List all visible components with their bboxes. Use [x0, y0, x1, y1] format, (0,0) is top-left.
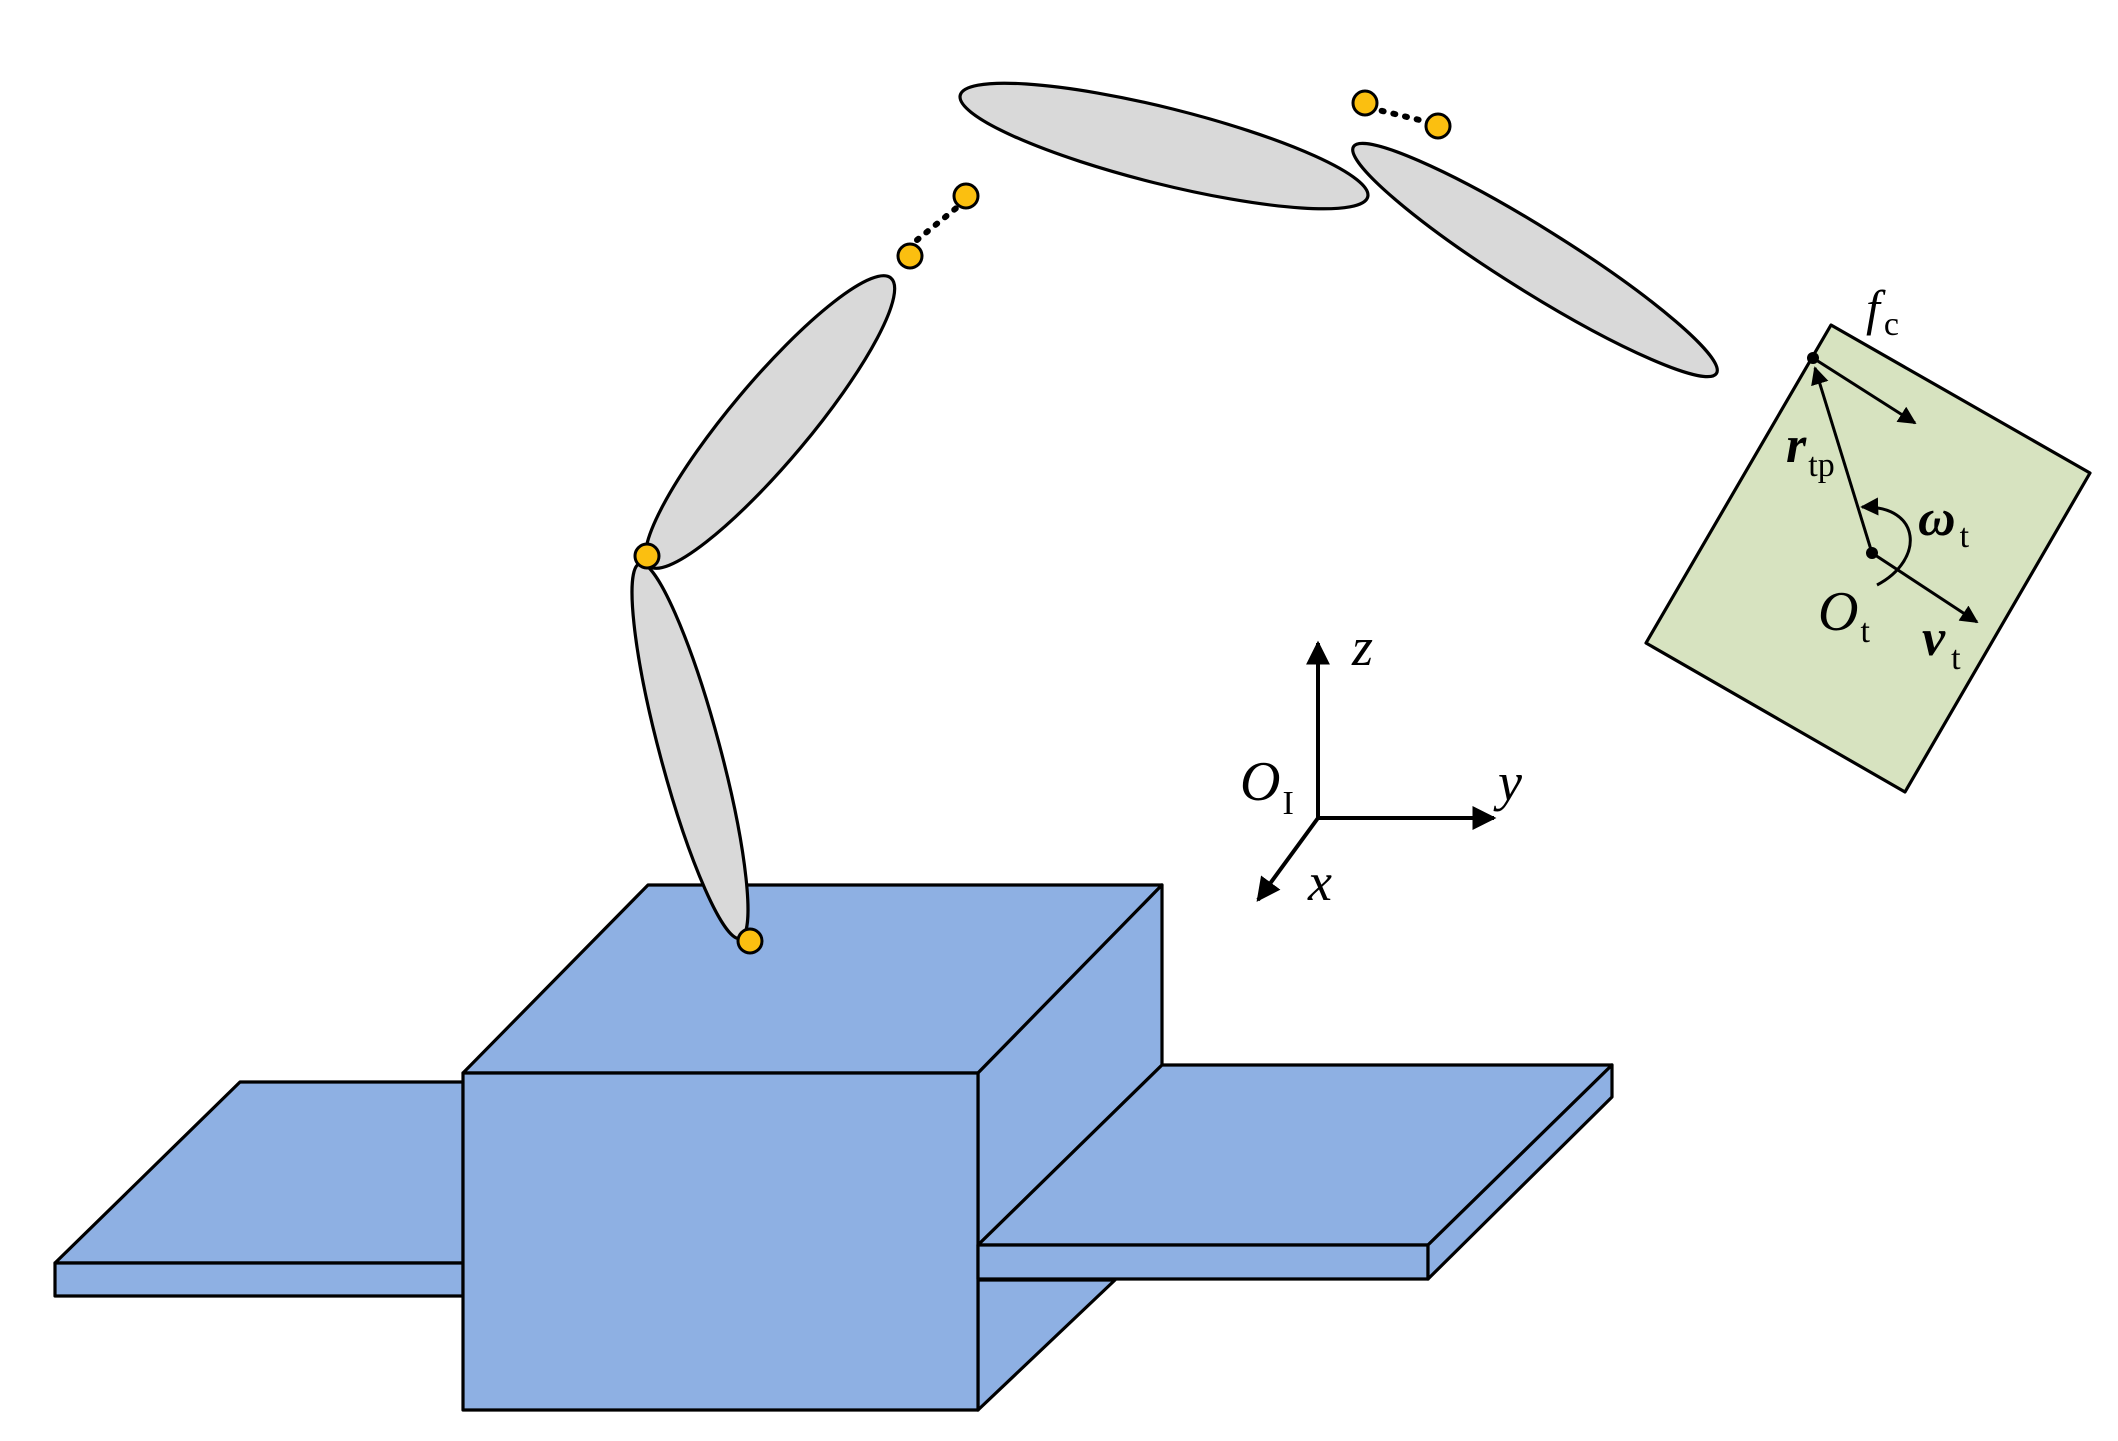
target-rectangle — [1644, 323, 2092, 794]
body-lower-side — [976, 1278, 1117, 1412]
velocity-arrow — [1871, 551, 1979, 624]
main-body — [461, 883, 1164, 1412]
rtp-vector-arrow — [1811, 366, 1874, 554]
x-axis-arrow — [1256, 816, 1320, 902]
left-solar-panel — [53, 1080, 465, 1298]
joint-2 — [633, 542, 661, 570]
omega-arc-arrow — [1860, 497, 1912, 587]
joint-gap-dots-1 — [914, 202, 963, 243]
right-panel-side — [1426, 1063, 1614, 1281]
joint-3 — [896, 242, 924, 270]
spacecraft-base — [53, 883, 1614, 1412]
joint-1 — [736, 927, 764, 955]
label-rtp: rtp — [1786, 417, 1835, 484]
joint-6 — [1424, 112, 1452, 140]
label-ot: Ot — [1818, 581, 1870, 650]
arm-link-3 — [958, 81, 1370, 211]
manipulator-arm — [630, 81, 1719, 955]
joint-4 — [952, 182, 980, 210]
contact-force-arrow — [1812, 356, 1917, 425]
label-oi: OI — [1240, 751, 1294, 822]
right-panel-front — [976, 1243, 1430, 1281]
left-panel-front — [53, 1261, 465, 1298]
arm-link-4 — [1351, 141, 1719, 379]
joint-5 — [1351, 89, 1379, 117]
joint-gap-dots-2 — [1367, 105, 1435, 126]
label-y-axis: y — [1493, 752, 1522, 812]
left-panel-top — [53, 1080, 465, 1265]
right-solar-panel — [976, 1063, 1614, 1281]
target-body — [1644, 323, 2092, 794]
body-front-face — [461, 1071, 980, 1412]
inertial-frame — [1256, 640, 1497, 902]
label-x-axis: x — [1307, 852, 1332, 912]
label-z-axis: z — [1351, 617, 1373, 677]
arm-link-2 — [643, 274, 897, 570]
